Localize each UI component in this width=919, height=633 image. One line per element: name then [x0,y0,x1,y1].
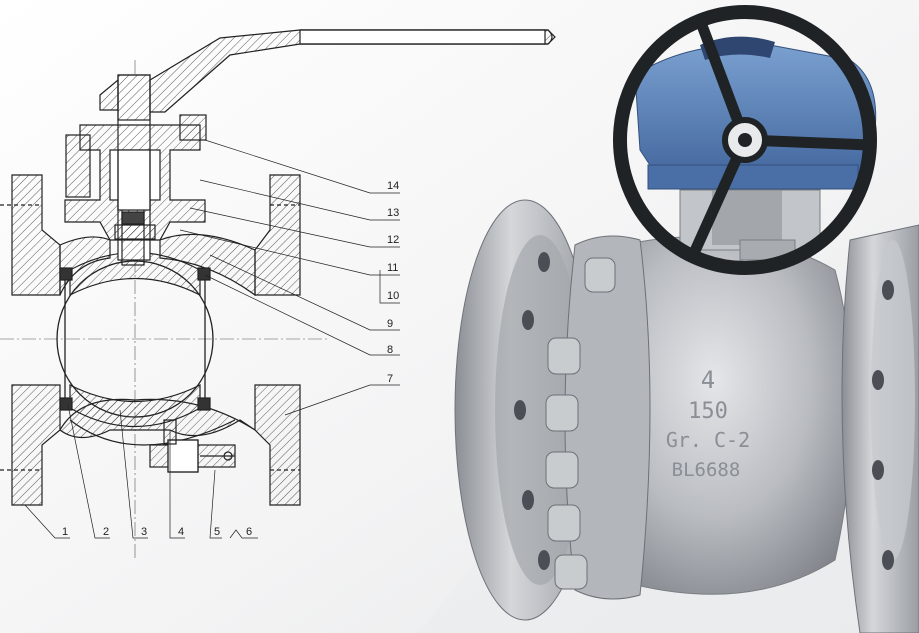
callout-labels: 14 13 12 11 10 9 8 7 1 2 3 4 5 6 [62,180,399,538]
callout-5: 5 [214,526,220,538]
callout-7: 7 [387,373,393,385]
handwheel [613,5,877,275]
callout-1: 1 [62,526,68,538]
joint-bolts [545,257,616,590]
left-flange-bolt-holes [514,252,550,570]
marking-heat-number: BL6688 [672,459,741,481]
callout-9: 9 [387,318,393,330]
marking-size: 4 [701,366,715,394]
callout-11: 11 [387,262,398,274]
body-markings: 4 150 Gr. C-2 BL6688 [666,366,750,481]
callout-10: 10 [387,290,399,302]
callout-8: 8 [387,344,393,356]
marking-class: 150 [688,399,728,424]
valve-render: 4 150 Gr. C-2 BL6688 [454,5,919,633]
callout-2: 2 [103,526,109,538]
cross-section-drawing [0,29,556,560]
callout-4: 4 [178,526,184,538]
callout-6: 6 [246,526,252,538]
callout-13: 13 [387,207,399,219]
callout-12: 12 [387,234,399,246]
callout-14: 14 [387,180,399,192]
marking-material: Gr. C-2 [666,428,750,452]
leader-lines [24,139,400,539]
callout-3: 3 [141,526,147,538]
right-flange-bolt-holes [872,280,894,570]
